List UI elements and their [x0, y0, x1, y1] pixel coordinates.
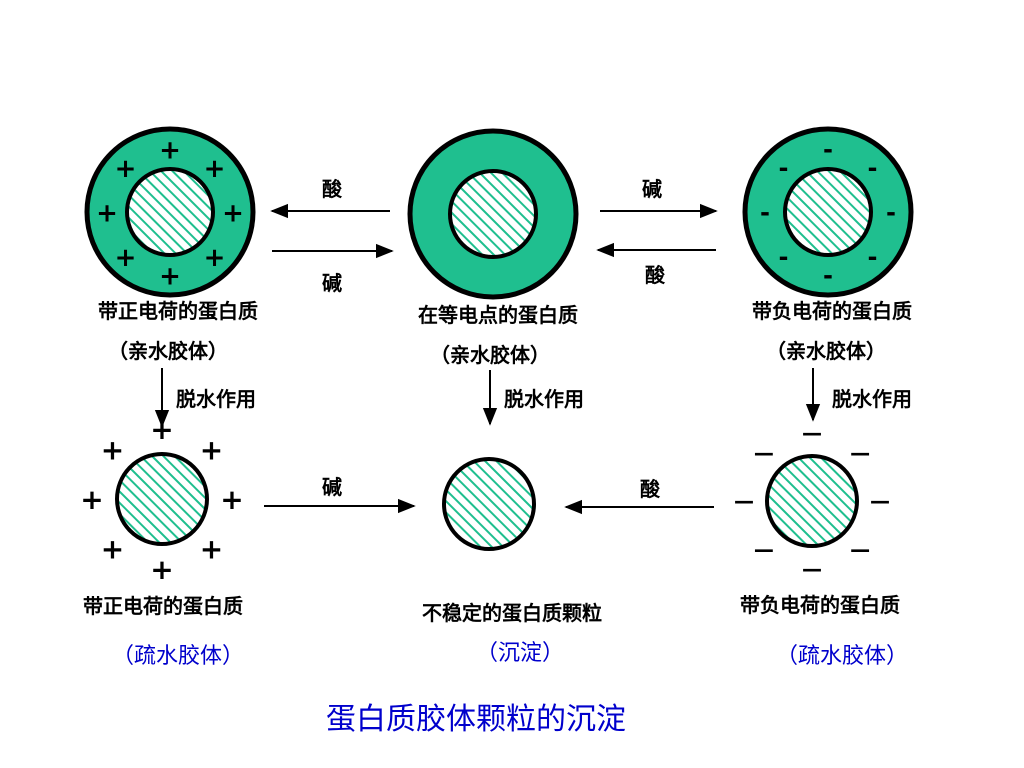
charge-sign: —: [850, 441, 870, 465]
hydrophilic-positive-particle: + + + + + + + +: [84, 126, 256, 298]
negative-charge-signs: ————————: [734, 421, 890, 581]
positive-charge-signs: + + + + + + + +: [96, 135, 244, 291]
label-acid-top-right: 酸: [645, 263, 666, 287]
charge-sign: -: [868, 154, 878, 182]
label-hydrophobic-right: （疏水胶体）: [776, 644, 908, 669]
label-acid-bottom-right: 酸: [640, 477, 661, 501]
label-unstable-protein: 不稳定的蛋白质颗粒: [422, 601, 602, 625]
charge-sign: +: [220, 483, 243, 516]
charge-sign: -: [779, 243, 789, 271]
positive-charge-signs: + + + + + + + +: [80, 413, 243, 586]
charge-sign: —: [734, 489, 754, 513]
label-positive-protein-top: 带正电荷的蛋白质: [98, 299, 258, 323]
label-base-bottom-left: 碱: [322, 475, 342, 499]
charge-sign: +: [200, 434, 223, 467]
label-dehydration-right: 脱水作用: [832, 387, 912, 411]
label-hydrophilic-right: （亲水胶体）: [766, 339, 886, 363]
charge-sign: -: [823, 136, 833, 164]
unstable-particle: [442, 457, 536, 551]
charge-sign: +: [204, 243, 226, 273]
charge-sign: +: [159, 135, 181, 165]
label-positive-protein-bottom: 带正电荷的蛋白质: [83, 594, 243, 618]
charge-sign: +: [150, 413, 173, 446]
label-dehydration-middle: 脱水作用: [504, 387, 584, 411]
charge-sign: +: [80, 483, 103, 516]
charge-sign: —: [802, 421, 822, 445]
charge-sign: -: [823, 262, 833, 290]
label-base-top-left: 碱: [322, 271, 342, 295]
hydrophobic-negative-particle: ————————: [734, 421, 890, 581]
negative-charge-signs: --------: [760, 136, 896, 290]
label-precipitation: （沉淀）: [476, 641, 564, 666]
charge-sign: -: [886, 199, 896, 227]
charge-sign: +: [101, 434, 124, 467]
charge-sign: +: [101, 533, 124, 566]
charge-sign: —: [802, 557, 822, 581]
caption-title: 蛋白质胶体颗粒的沉淀: [326, 702, 626, 737]
charge-sign: —: [850, 537, 870, 561]
charge-sign: —: [754, 441, 774, 465]
label-dehydration-left: 脱水作用: [176, 387, 256, 411]
label-negative-protein-top: 带负电荷的蛋白质: [752, 299, 912, 323]
label-hydrophobic-left: （疏水胶体）: [112, 644, 244, 669]
charge-sign: +: [204, 154, 226, 184]
charge-sign: +: [159, 261, 181, 291]
charge-sign: —: [754, 537, 774, 561]
hydrophobic-positive-particle: + + + + + + + +: [80, 413, 243, 586]
charge-sign: —: [870, 489, 890, 513]
label-isoelectric-protein: 在等电点的蛋白质: [418, 303, 578, 327]
charge-sign: +: [150, 553, 173, 586]
hydrophilic-negative-particle: --------: [742, 126, 914, 298]
charge-sign: -: [760, 199, 770, 227]
label-negative-protein-bottom: 带负电荷的蛋白质: [740, 593, 900, 617]
label-hydrophilic-middle: （亲水胶体）: [430, 343, 550, 367]
charge-sign: -: [779, 154, 789, 182]
label-acid-top-left: 酸: [322, 177, 343, 201]
charge-sign: +: [115, 154, 137, 184]
charge-sign: +: [115, 243, 137, 273]
charge-sign: +: [222, 198, 244, 228]
charge-sign: +: [96, 198, 118, 228]
isoelectric-particle: [407, 128, 579, 300]
charge-sign: +: [200, 533, 223, 566]
charge-sign: -: [868, 243, 878, 271]
label-base-top-right: 碱: [642, 177, 662, 201]
label-hydrophilic-left: （亲水胶体）: [108, 339, 228, 363]
